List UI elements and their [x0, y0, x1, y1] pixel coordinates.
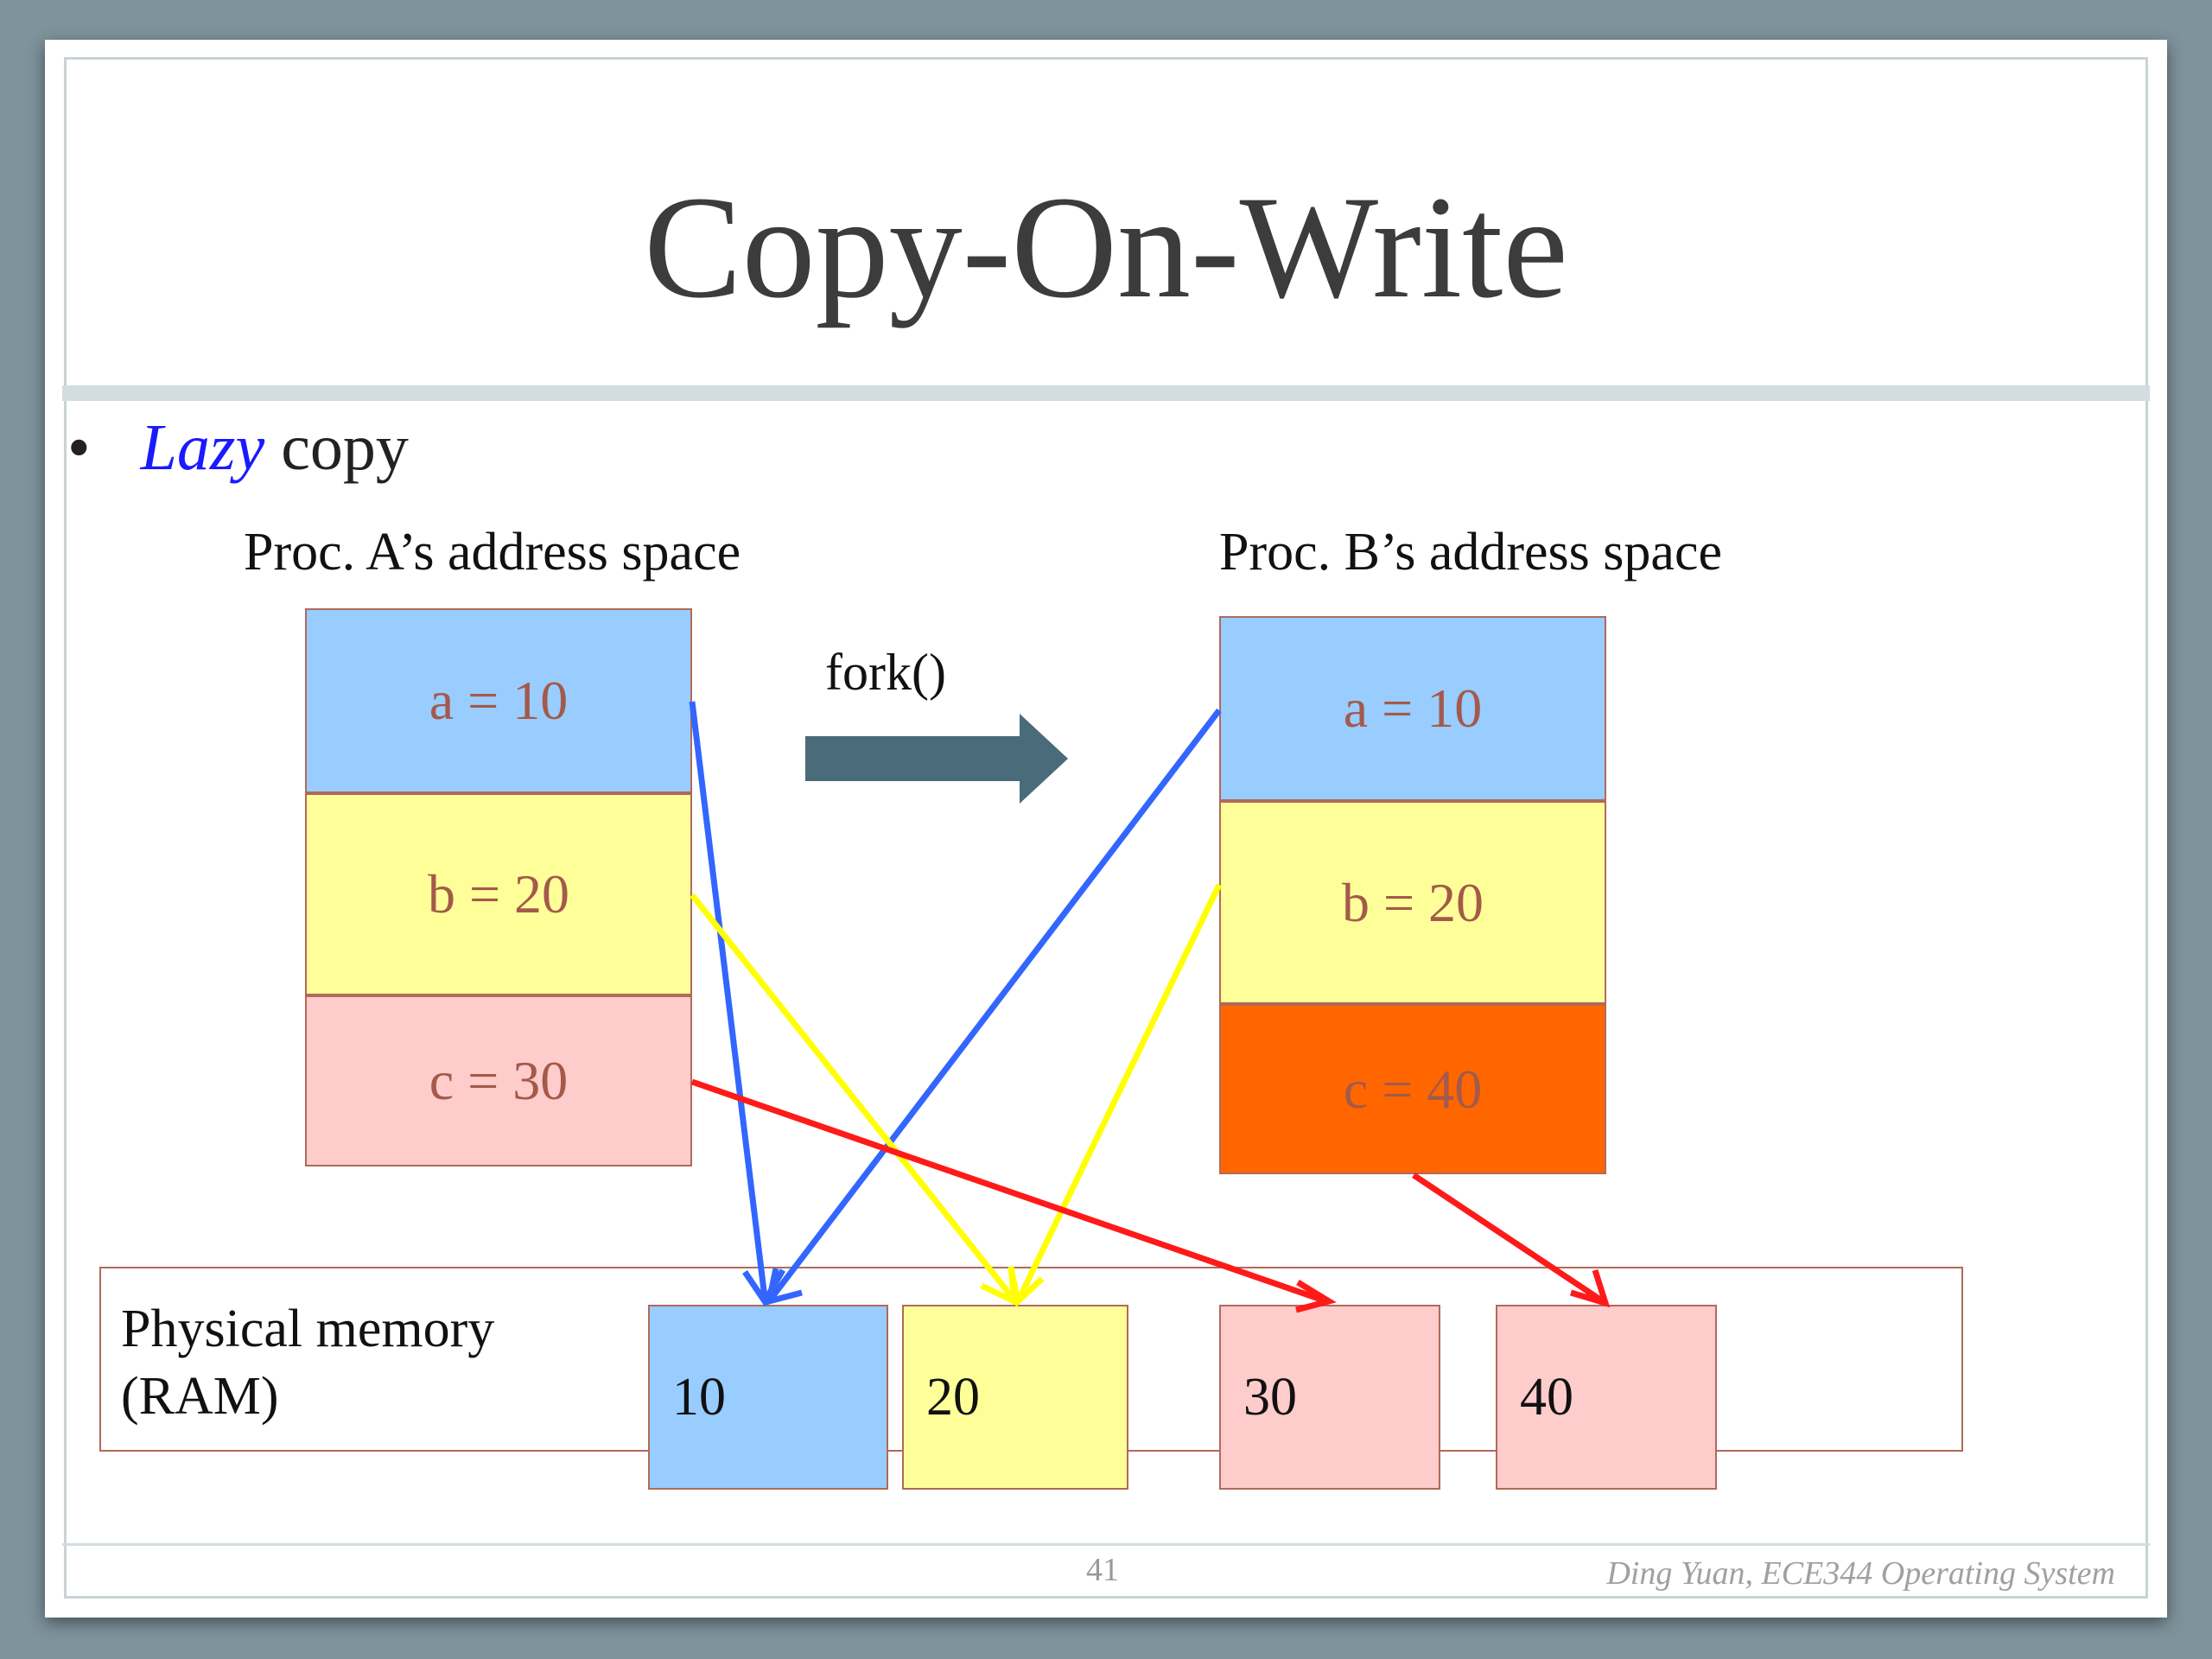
bullet-emphasis: Lazy: [140, 411, 265, 484]
title-divider: [62, 385, 2150, 401]
ram-cell-10: 10: [648, 1305, 888, 1490]
ram-cell-30: 30: [1219, 1305, 1440, 1490]
ram-label-line1: Physical memory: [121, 1300, 495, 1358]
slide-frame: [64, 57, 2148, 1599]
proc-b-cell-c: c = 40: [1219, 1004, 1606, 1174]
fork-label: fork(): [825, 644, 946, 701]
proc-a-cell-a: a = 10: [305, 608, 692, 793]
proc-b-cell-b: b = 20: [1219, 801, 1606, 1004]
proc-b-label: Proc. B’s address space: [1219, 523, 1722, 582]
bullet-dot-icon: •: [67, 411, 91, 484]
proc-a-label: Proc. A’s address space: [244, 523, 741, 582]
slide-title: Copy-On-Write: [644, 166, 1568, 328]
ram-cell-20: 20: [902, 1305, 1128, 1490]
bullet-text: copy: [281, 411, 409, 484]
ram-cell-40: 40: [1496, 1305, 1717, 1490]
ram-label-line2: (RAM): [121, 1366, 279, 1426]
physical-memory-label: Physical memory (RAM): [121, 1296, 494, 1430]
proc-a-cell-c: c = 30: [305, 995, 692, 1166]
bullet-lazy-copy: •Lazy copy: [67, 415, 409, 480]
proc-a-cell-b: b = 20: [305, 793, 692, 995]
proc-b-cell-a: a = 10: [1219, 616, 1606, 801]
